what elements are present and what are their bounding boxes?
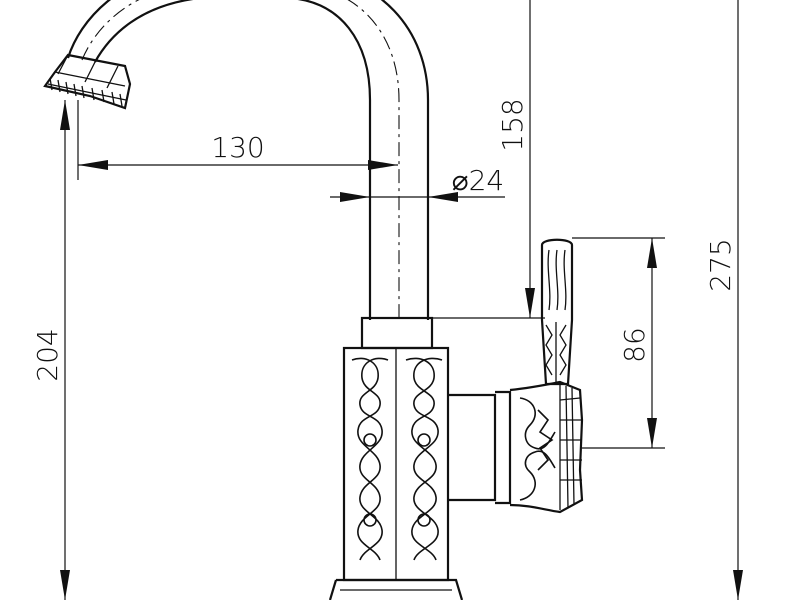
body-ornament-right	[405, 357, 443, 561]
spout-outer-curve	[66, 0, 430, 320]
dimension-label-outlet-height: 204	[31, 328, 64, 381]
dimension-pipe-diameter: ⌀24	[330, 164, 505, 202]
dimension-lever-length: 86	[572, 237, 665, 449]
dimension-label-total-height: 275	[704, 238, 737, 291]
handle-boss	[448, 393, 497, 502]
dimension-label-spout-reach: 130	[211, 131, 264, 164]
dimension-total-height: 275	[704, 0, 743, 600]
spout-collar	[360, 316, 434, 350]
dimension-spout-reach: 130	[77, 100, 398, 180]
faucet-outline	[43, 0, 584, 600]
handle-cap	[509, 380, 584, 514]
lever-handle	[540, 238, 574, 386]
spout-inner-curve	[94, 0, 372, 320]
dimension-outlet-height: 204	[31, 100, 70, 600]
spout-centerline	[81, 0, 400, 320]
dimension-label-pipe-diameter: ⌀24	[452, 164, 505, 197]
dimension-spout-height: 158	[432, 0, 545, 319]
dimension-label-lever-length: 86	[618, 327, 651, 363]
aerator-nozzle	[43, 53, 132, 110]
dimension-label-spout-height: 158	[496, 98, 529, 151]
body-ornament-left	[351, 357, 389, 561]
faucet-base	[328, 578, 464, 600]
